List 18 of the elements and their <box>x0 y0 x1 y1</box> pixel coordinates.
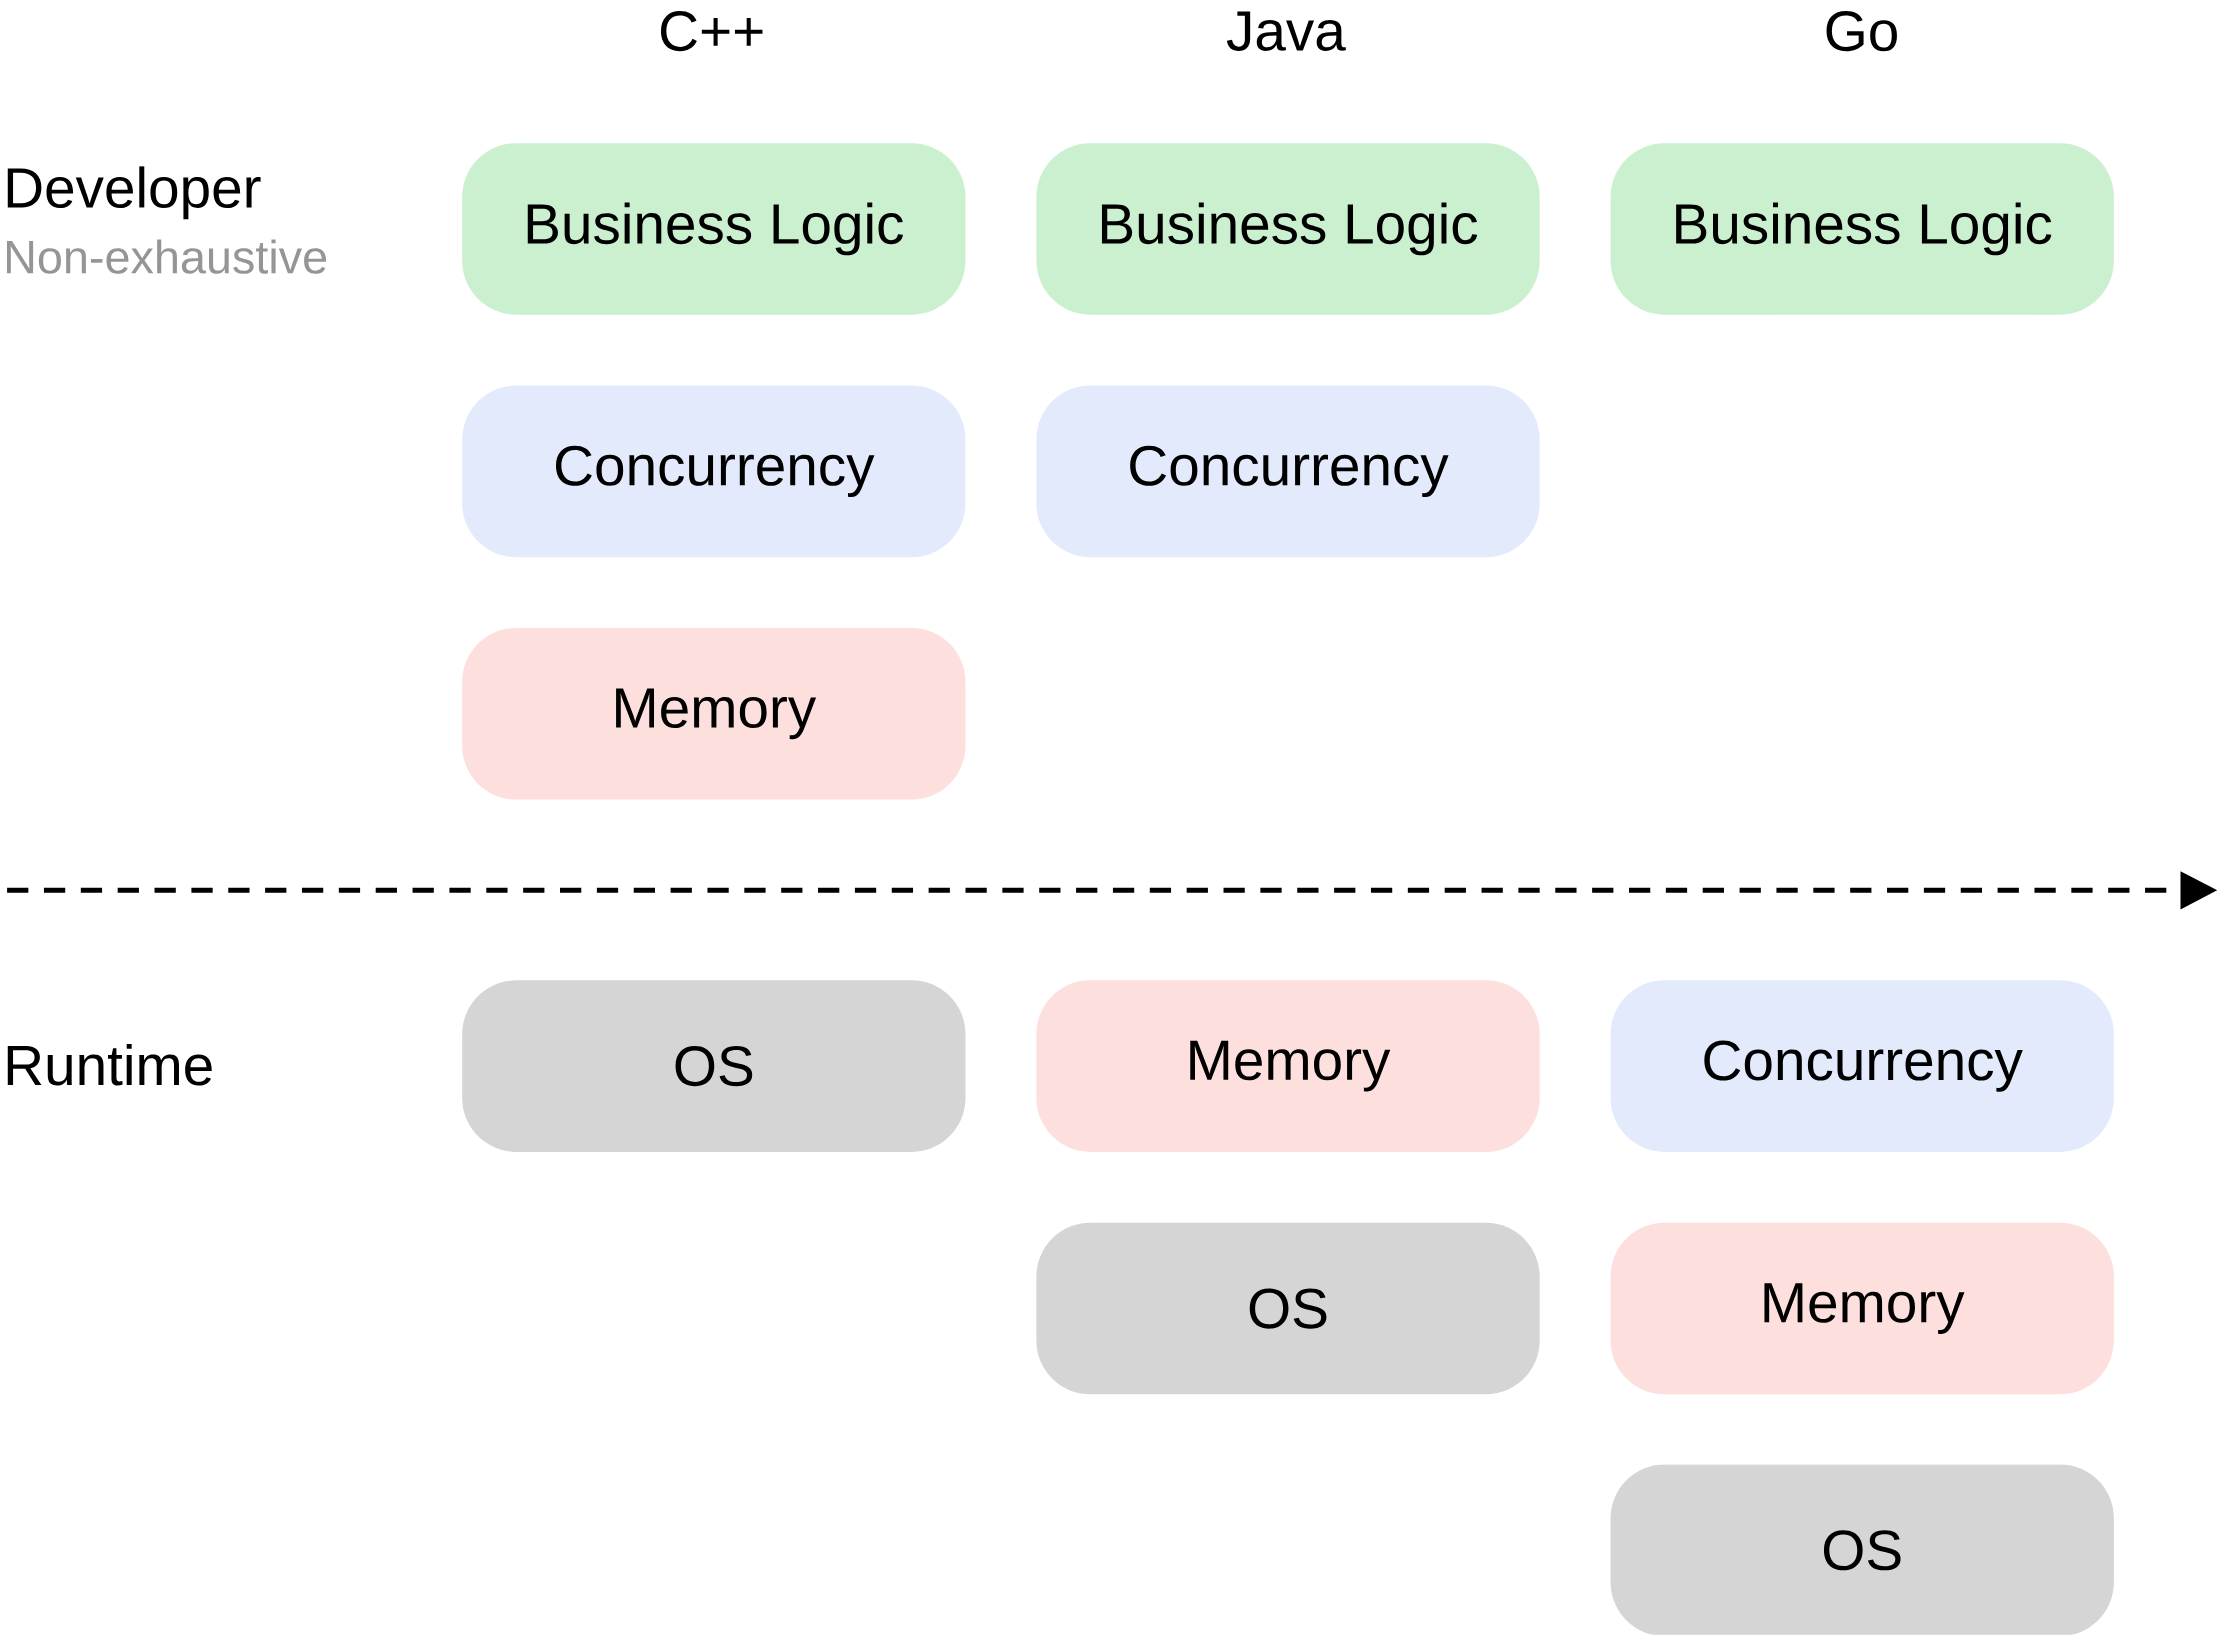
category-box: OS <box>1610 1464 2114 1635</box>
category-box: Memory <box>1610 1222 2114 1395</box>
category-box: OS <box>1036 1222 1540 1395</box>
category-box: Business Logic <box>462 143 966 315</box>
category-box: Memory <box>1036 980 1540 1153</box>
category-box: Concurrency <box>1036 385 1540 558</box>
category-box: Concurrency <box>462 385 966 558</box>
row-subheading: Non-exhaustive <box>6 239 327 274</box>
row-heading: Runtime <box>7 1044 212 1086</box>
row-heading: Developer <box>7 166 261 220</box>
category-box: Business Logic <box>1610 143 2114 315</box>
column-heading: Go <box>1826 11 1897 52</box>
category-box: Concurrency <box>1610 980 2114 1153</box>
column-heading: C++ <box>661 11 763 52</box>
category-box: Business Logic <box>1036 143 1540 315</box>
category-box: Memory <box>462 628 966 800</box>
column-heading: Java <box>1226 11 1346 52</box>
category-box: OS <box>462 980 966 1153</box>
